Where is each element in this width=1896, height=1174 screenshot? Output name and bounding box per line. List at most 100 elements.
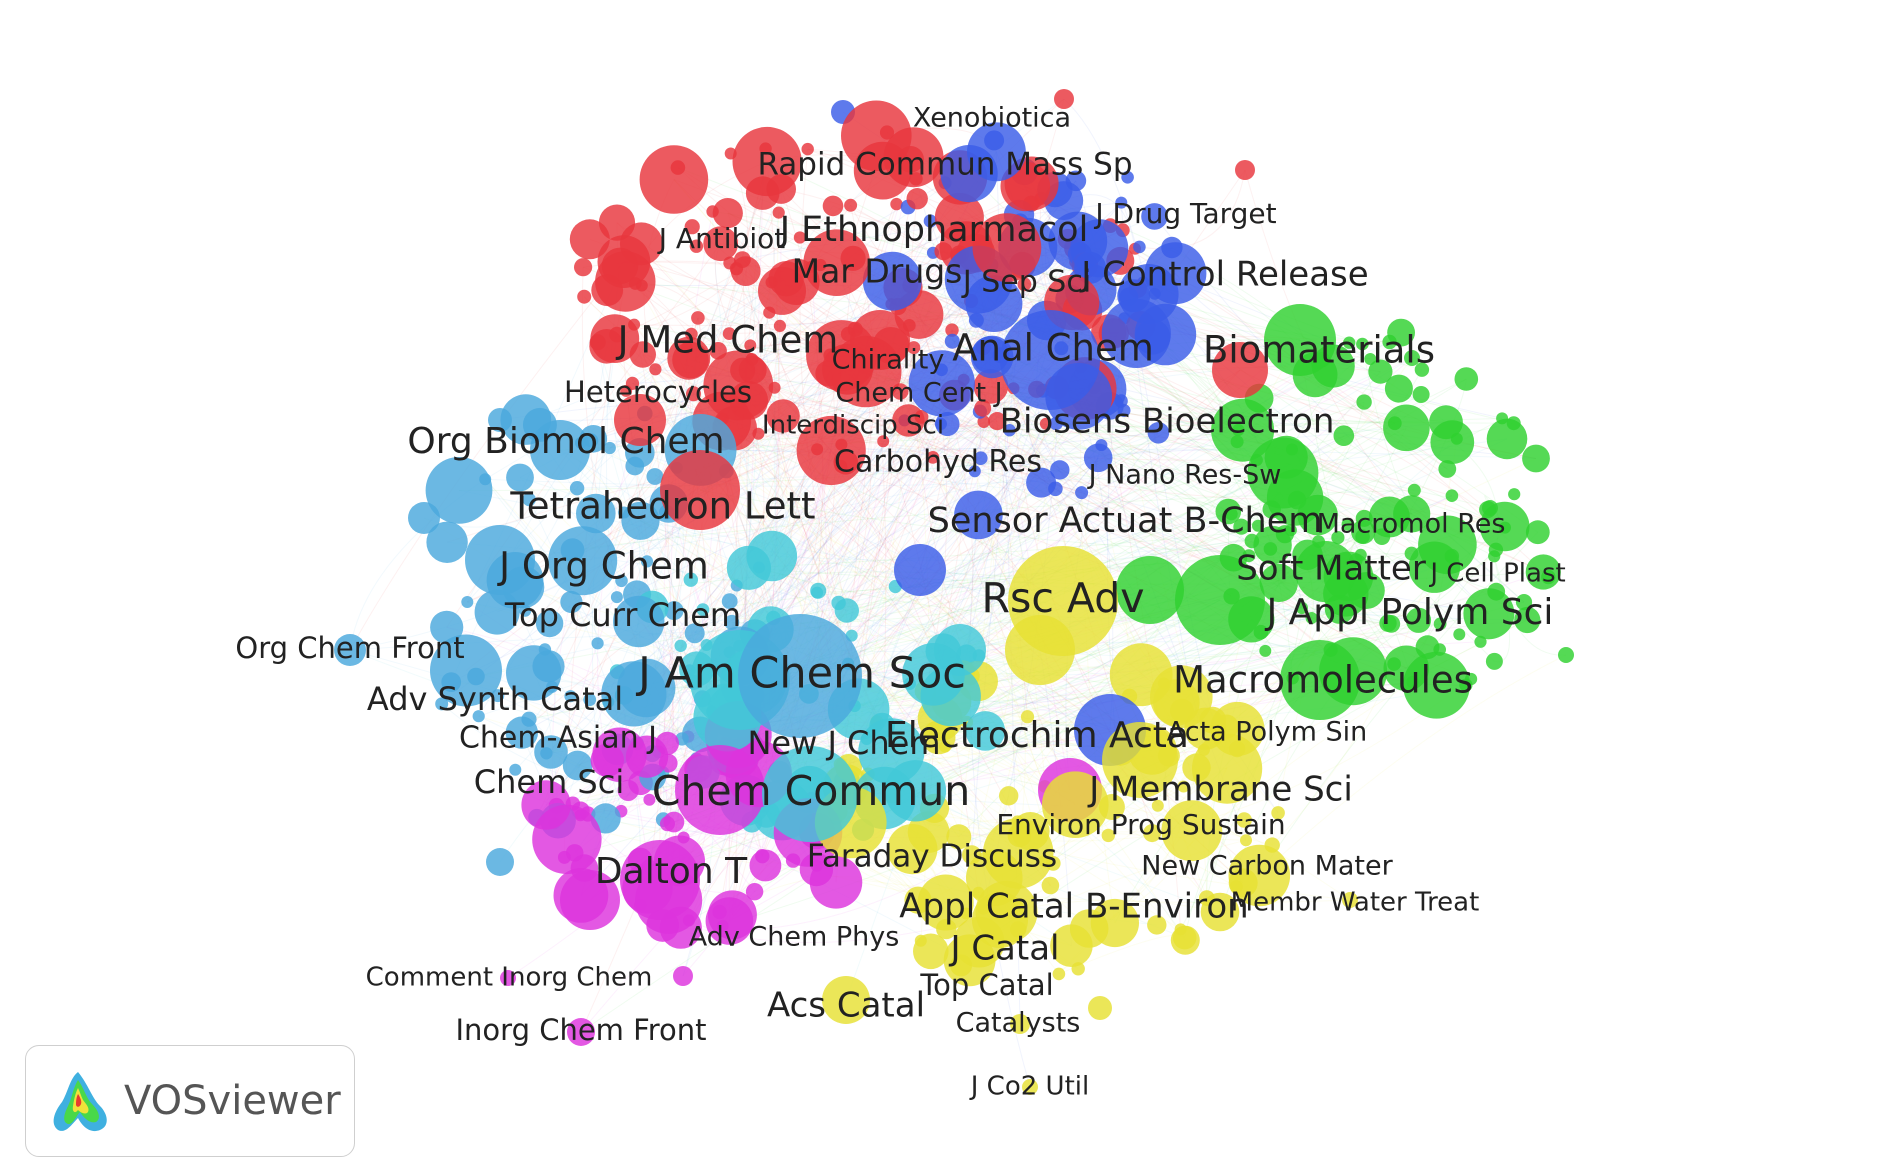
network-node <box>1356 337 1369 351</box>
network-link <box>451 681 1273 846</box>
network-link <box>1180 607 1303 930</box>
journal-label: Xenobiotica <box>913 103 1071 134</box>
network-node <box>646 468 664 485</box>
network-node <box>1341 517 1355 531</box>
network-node <box>530 420 590 480</box>
network-node <box>906 188 928 210</box>
network-node <box>667 336 711 380</box>
network-node <box>1042 771 1109 838</box>
journal-label: Membr Water Treat <box>1231 888 1480 918</box>
network-node <box>613 595 665 648</box>
network-node <box>935 411 960 437</box>
network-node <box>574 258 593 277</box>
journal-label: Catalysts <box>956 1008 1081 1039</box>
network-node <box>1418 515 1477 575</box>
journal-label: Carbohyd Res <box>834 445 1042 480</box>
network-node <box>614 394 666 446</box>
network-node <box>890 197 903 211</box>
network-node <box>535 609 564 638</box>
network-node <box>595 251 656 312</box>
network-node <box>1305 612 1318 624</box>
network-node <box>1331 531 1345 545</box>
network-node <box>649 363 662 376</box>
journal-label: Sensor Actuat B-Chem <box>928 501 1323 541</box>
network-node <box>1252 519 1264 532</box>
journal-label: Macromolecules <box>1173 659 1473 702</box>
network-node <box>577 289 592 304</box>
network-node <box>965 711 1006 751</box>
network-node <box>974 399 992 417</box>
network-link <box>640 243 1186 941</box>
journal-label: Chem Sci <box>474 763 624 801</box>
network-node <box>1486 418 1528 460</box>
network-node <box>1236 812 1252 828</box>
network-node <box>862 251 922 311</box>
network-node <box>1020 710 1035 724</box>
journal-label: Chirality <box>832 345 945 376</box>
network-node <box>564 690 577 703</box>
network-node <box>1295 541 1357 603</box>
journal-label: Org Biomol Chem <box>407 421 724 462</box>
journal-label: J Sep Sci <box>961 265 1091 300</box>
network-node <box>1192 733 1263 804</box>
network-node <box>894 544 946 596</box>
network-node <box>472 710 485 723</box>
network-node <box>1000 310 1100 410</box>
network-link <box>1063 98 1149 295</box>
network-node <box>615 574 628 588</box>
network-node <box>689 239 704 253</box>
network-link <box>521 366 1082 734</box>
network-link <box>634 283 840 604</box>
network-link <box>994 619 1528 879</box>
network-node <box>796 415 866 486</box>
journal-label: Org Chem Front <box>235 631 464 665</box>
network-node <box>435 697 449 711</box>
network-node <box>801 142 814 156</box>
journal-label: New Carbon Mater <box>1141 851 1393 882</box>
vosviewer-logo-icon <box>53 1072 107 1132</box>
journal-label: Soft Matter <box>1236 549 1426 589</box>
network-node <box>1240 834 1252 847</box>
network-node <box>569 219 610 260</box>
network-link <box>582 266 1497 593</box>
network-node <box>1271 806 1285 820</box>
network-node <box>509 763 522 776</box>
network-node <box>1116 556 1184 624</box>
network-node <box>1101 828 1116 843</box>
network-node <box>1143 824 1162 843</box>
journal-label: Heterocycles <box>564 375 752 409</box>
network-node <box>809 856 863 909</box>
network-node <box>664 601 684 621</box>
network-node <box>1445 489 1459 503</box>
network-node <box>1175 555 1265 645</box>
journal-label: J Nano Res-Sw <box>1087 460 1282 491</box>
network-node <box>1075 486 1089 500</box>
network-node <box>926 451 940 464</box>
network-node <box>703 226 739 262</box>
journal-label: Chem-Asian J <box>459 721 657 756</box>
network-link <box>1493 556 1567 656</box>
network-node <box>766 399 800 433</box>
journal-label: J Drug Target <box>1093 197 1276 230</box>
network-node <box>858 718 925 785</box>
network-node <box>746 530 798 582</box>
network-node <box>691 311 705 325</box>
network-node <box>732 126 802 197</box>
network-node <box>506 645 562 701</box>
network-node <box>1090 898 1139 948</box>
network-node <box>803 229 870 296</box>
network-node <box>683 572 698 587</box>
network-node <box>1133 240 1146 254</box>
network-node <box>500 970 516 986</box>
network-link <box>865 371 979 893</box>
network-node <box>569 481 585 496</box>
network-node <box>1121 171 1134 184</box>
network-node <box>603 441 616 455</box>
journal-label: Mar Drugs <box>792 252 963 291</box>
network-node <box>772 206 785 219</box>
network-link <box>982 369 1423 910</box>
network-node <box>1050 460 1070 480</box>
network-node <box>1102 722 1178 798</box>
network-node <box>762 746 858 842</box>
